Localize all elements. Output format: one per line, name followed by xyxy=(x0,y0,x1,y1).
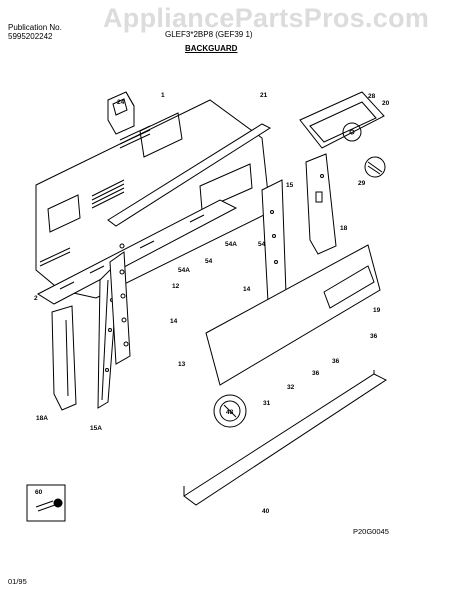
figure-code: P20G0045 xyxy=(353,527,389,536)
date-code: 01/95 xyxy=(8,577,27,586)
callout-15: 15 xyxy=(286,182,294,189)
callout-14: 14 xyxy=(243,286,251,293)
callout-13: 13 xyxy=(178,361,186,368)
callout-15a: 15A xyxy=(90,425,102,432)
rocker-switch xyxy=(107,91,135,135)
callout-40: 40 xyxy=(262,508,270,515)
timer-knob xyxy=(364,156,386,178)
callout-60: 60 xyxy=(35,489,43,496)
callout-24: 24 xyxy=(117,99,125,106)
publication-number: 5995202242 xyxy=(8,32,53,41)
callout-54: 54 xyxy=(205,258,213,265)
lower-bracket xyxy=(36,199,238,305)
callout-36c: 36 xyxy=(370,333,378,340)
right-bracket xyxy=(305,153,337,255)
callout-31: 31 xyxy=(263,400,271,407)
callout-36b: 36 xyxy=(332,358,340,365)
knob-detail xyxy=(213,394,247,428)
control-panel xyxy=(205,244,381,386)
callout-29: 29 xyxy=(358,180,366,187)
callout-54a2: 54A xyxy=(225,241,237,248)
watermark: AppliancePartsPros.com xyxy=(103,3,430,33)
callout-32: 32 xyxy=(287,384,295,391)
section-title: BACKGUARD xyxy=(185,44,238,53)
callout-19: 19 xyxy=(373,307,381,314)
callout-12: 12 xyxy=(172,283,180,290)
lower-trim xyxy=(183,370,387,506)
callout-20: 20 xyxy=(382,100,390,107)
callout-1: 1 xyxy=(161,92,165,99)
callout-48: 48 xyxy=(226,409,234,416)
callout-labels: 1 2 12 13 14 14 15 15A 18 18A 19 20 21 2… xyxy=(34,92,390,515)
callout-18a: 18A xyxy=(36,415,48,422)
callout-54b: 54 xyxy=(258,241,266,248)
callout-2: 2 xyxy=(34,295,38,302)
model-numbers: GLEF3*2BP8 (GEF39 1) xyxy=(165,30,253,39)
right-end-bracket xyxy=(261,179,287,303)
clock-assembly xyxy=(299,91,385,149)
top-trim-strip xyxy=(107,123,272,227)
callout-54a: 54A xyxy=(178,267,190,274)
callout-21: 21 xyxy=(260,92,268,99)
callout-18: 18 xyxy=(340,225,348,232)
callout-14b: 14 xyxy=(170,318,178,325)
callout-36a: 36 xyxy=(312,370,320,377)
left-mount-bracket xyxy=(109,251,131,365)
publication-label: Publication No. xyxy=(8,23,62,32)
left-side-bracket xyxy=(51,305,77,411)
callout-28: 28 xyxy=(368,93,376,100)
screw-icon xyxy=(26,484,66,522)
